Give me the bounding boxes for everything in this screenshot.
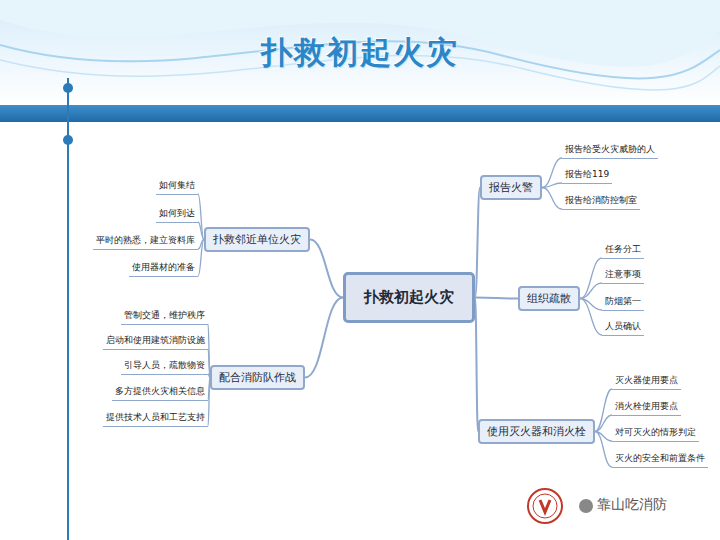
connector xyxy=(475,188,480,298)
topic-text: 提供技术人员和工艺支持 xyxy=(106,411,205,424)
connector xyxy=(580,283,602,299)
leaf-topic: 多方提供火灾相关信息 xyxy=(112,384,208,401)
branch-topic: 组织疏散 xyxy=(518,286,580,311)
leaf-topic: 如何集结 xyxy=(156,178,198,195)
topic-text: 对可灭火的情形判定 xyxy=(615,426,696,439)
leaf-topic: 如何到达 xyxy=(156,206,198,223)
leaf-topic: 灭火器使用要点 xyxy=(612,373,681,390)
watermark: 靠山吃消防 xyxy=(597,496,667,514)
branch-topic: 报告火警 xyxy=(480,175,542,200)
connector xyxy=(542,158,562,188)
topic-text: 报告火警 xyxy=(489,180,533,195)
topic-text: 灭火的安全和前置条件 xyxy=(615,452,705,465)
topic-text: 管制交通，维护秩序 xyxy=(124,309,205,322)
topic-text: 灭火器使用要点 xyxy=(615,374,678,387)
topic-text: 报告给消防控制室 xyxy=(565,194,637,207)
leaf-topic: 管制交通，维护秩序 xyxy=(121,308,208,325)
leaf-topic: 报告给消防控制室 xyxy=(562,193,640,210)
topic-text: 报告给受火灾威胁的人 xyxy=(565,143,655,156)
connector xyxy=(475,298,478,432)
topic-text: 如何集结 xyxy=(159,179,195,192)
leaf-topic: 平时的熟悉，建立资料库 xyxy=(93,233,198,250)
leaf-topic: 对可灭火的情形判定 xyxy=(612,425,699,442)
leaf-topic: 报告给受火灾威胁的人 xyxy=(562,142,658,159)
topic-text: 扑救初起火灾 xyxy=(364,288,454,307)
branch-topic: 扑救邻近单位火灾 xyxy=(204,227,310,252)
topic-text: 人员确认 xyxy=(605,320,641,333)
topic-text: 注意事项 xyxy=(605,268,641,281)
leaf-topic: 启动和使用建筑消防设施 xyxy=(103,333,208,350)
leaf-topic: 提供技术人员和工艺支持 xyxy=(103,410,208,427)
leaf-topic: 消火栓使用要点 xyxy=(612,399,681,416)
leaf-topic: 人员确认 xyxy=(602,319,644,336)
central-topic: 扑救初起火灾 xyxy=(343,272,475,323)
topic-text: 使用器材的准备 xyxy=(132,261,195,274)
topic-text: 如何到达 xyxy=(159,207,195,220)
topic-text: 启动和使用建筑消防设施 xyxy=(106,334,205,347)
slide-title: 扑救初起火灾 xyxy=(0,32,720,74)
leaf-topic: 防烟第一 xyxy=(602,294,644,311)
leaf-topic: 灭火的安全和前置条件 xyxy=(612,451,708,468)
connector xyxy=(595,415,612,432)
leaf-topic: 使用器材的准备 xyxy=(129,260,198,277)
connector xyxy=(580,258,602,299)
connector xyxy=(580,299,602,336)
leaf-topic: 任务分工 xyxy=(602,242,644,259)
leaf-topic: 注意事项 xyxy=(602,267,644,284)
topic-text: 配合消防队作战 xyxy=(219,370,296,385)
connector xyxy=(305,298,343,378)
leaf-topic: 报告给119 xyxy=(562,167,612,184)
leaf-topic: 引导人员，疏散物资 xyxy=(121,358,208,375)
connector xyxy=(310,240,343,298)
topic-text: 组织疏散 xyxy=(527,291,571,306)
topic-text: 防烟第一 xyxy=(605,295,641,308)
topic-text: 任务分工 xyxy=(605,243,641,256)
topic-text: 扑救邻近单位火灾 xyxy=(213,232,301,247)
branch-topic: 配合消防队作战 xyxy=(210,365,305,390)
topic-text: 平时的熟悉，建立资料库 xyxy=(96,234,195,247)
topic-text: 使用灭火器和消火栓 xyxy=(487,424,586,439)
connector xyxy=(475,298,518,299)
connector xyxy=(542,183,562,188)
topic-text: 消火栓使用要点 xyxy=(615,400,678,413)
topic-text: 引导人员，疏散物资 xyxy=(124,359,205,372)
topic-text: 报告给119 xyxy=(565,168,609,181)
topic-text: 多方提供火灾相关信息 xyxy=(115,385,205,398)
connector xyxy=(595,389,612,432)
connector xyxy=(542,188,562,210)
branch-topic: 使用灭火器和消火栓 xyxy=(478,419,595,444)
connector xyxy=(595,432,612,468)
